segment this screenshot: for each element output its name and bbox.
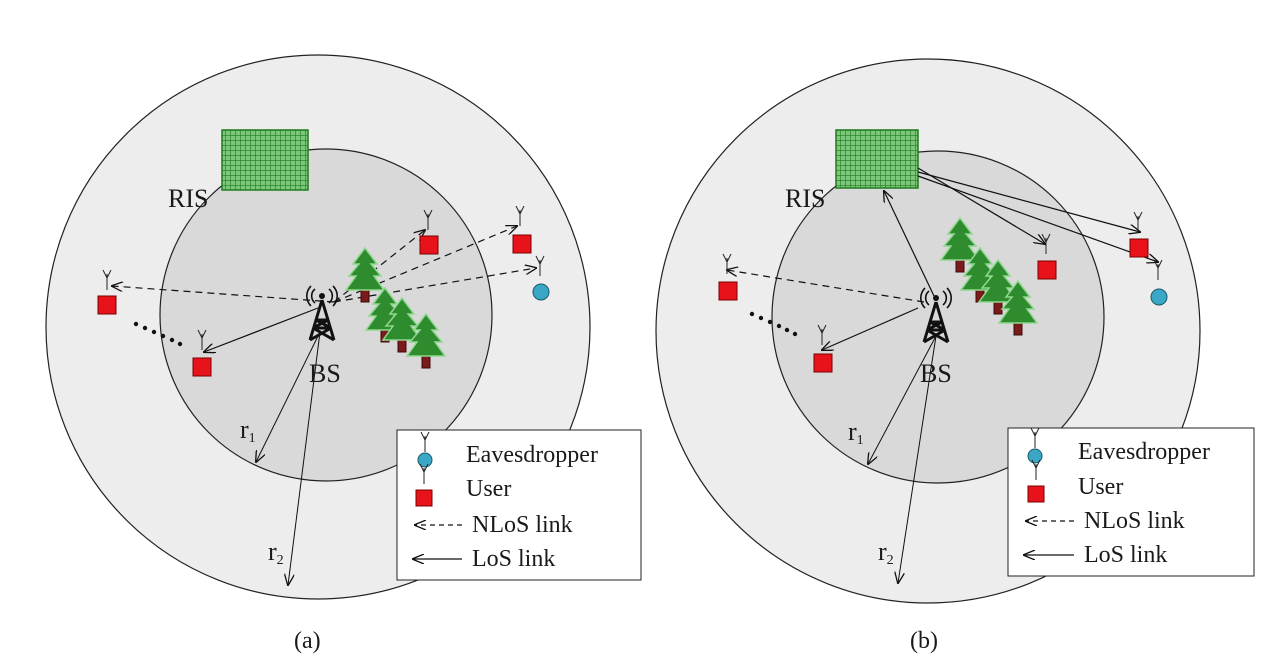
ris-panel xyxy=(221,129,309,191)
r1-label: r1 xyxy=(848,417,864,448)
user-icon xyxy=(192,329,212,377)
more-users-dots-icon xyxy=(133,321,183,347)
panel-b: RIS r1 r2 BS xyxy=(655,58,1255,654)
nlos-links xyxy=(727,270,925,303)
legend-eavesdropper: Eavesdropper xyxy=(1078,439,1210,465)
more-users-dots-icon xyxy=(749,311,798,337)
caption-a: (a) xyxy=(294,628,321,654)
user-icon xyxy=(718,253,738,301)
los-link xyxy=(204,307,319,352)
legend-user: User xyxy=(1078,474,1123,500)
caption-b: (b) xyxy=(910,628,938,654)
legend: Eavesdropper User NLoS link LoS link xyxy=(1007,427,1255,577)
user-icon xyxy=(419,209,439,255)
r2-label: r2 xyxy=(878,537,894,568)
r2-arrow xyxy=(288,331,321,585)
user-icon xyxy=(813,324,833,373)
nlos-links xyxy=(112,226,536,303)
eavesdropper-icon xyxy=(1150,259,1168,306)
legend-user-icon xyxy=(1027,459,1045,503)
legend-nlos: NLoS link xyxy=(472,512,573,538)
r2-arrow xyxy=(898,335,937,583)
r1-arrow xyxy=(256,331,321,462)
legend-eavesdropper: Eavesdropper xyxy=(466,442,598,468)
ris-label: RIS xyxy=(168,184,208,213)
user-icon xyxy=(512,205,532,254)
los-links xyxy=(822,167,1158,350)
r1-label: r1 xyxy=(240,415,256,446)
legend-los: LoS link xyxy=(472,546,555,572)
ris-panel xyxy=(835,129,919,189)
users xyxy=(718,211,1149,373)
legend-eavesdropper-icon xyxy=(417,431,433,468)
users xyxy=(97,205,532,377)
legend-nlos: NLoS link xyxy=(1084,508,1185,534)
user-icon xyxy=(1037,233,1057,280)
ris-label: RIS xyxy=(785,184,825,213)
user-icon xyxy=(97,269,117,315)
legend-eavesdropper-icon xyxy=(1027,427,1043,464)
bs-label: BS xyxy=(920,359,952,388)
legend: Eavesdropper User NLoS link LoS link xyxy=(396,429,642,581)
panel-a: RIS r1 r2 BS xyxy=(45,54,642,654)
legend-user: User xyxy=(466,476,511,502)
inner-cell-disk xyxy=(771,150,1105,484)
r2-label: r2 xyxy=(268,537,284,568)
bs-label: BS xyxy=(309,359,341,388)
user-icon xyxy=(1129,211,1149,258)
r1-arrow xyxy=(868,335,937,464)
legend-user-icon xyxy=(415,463,433,507)
eavesdropper-icon xyxy=(532,255,550,301)
legend-los: LoS link xyxy=(1084,542,1167,568)
